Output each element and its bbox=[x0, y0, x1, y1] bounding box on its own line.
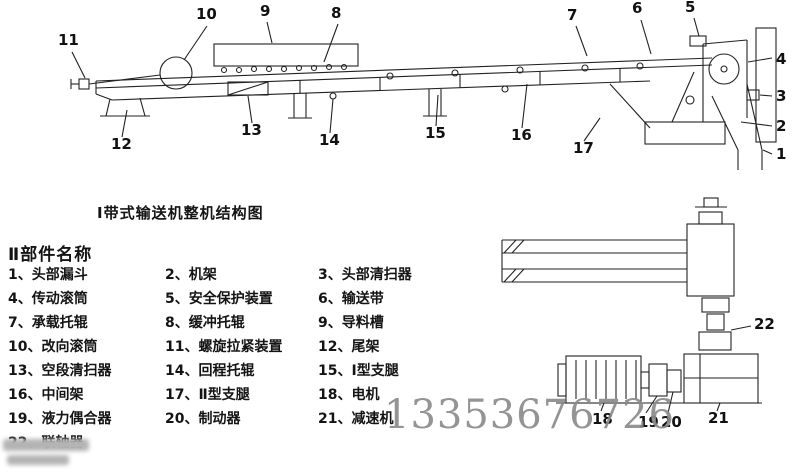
callout-17: 17 bbox=[573, 139, 594, 157]
callout-13: 13 bbox=[241, 121, 262, 139]
part-item-6: 6、输送带 bbox=[318, 291, 384, 307]
screw-tensioner bbox=[70, 74, 161, 90]
callout-3: 3 bbox=[776, 87, 787, 105]
leader-lines-top bbox=[71, 17, 700, 79]
drive-unit-diagram bbox=[501, 197, 762, 414]
callout-2: 2 bbox=[776, 117, 787, 135]
part-item-4: 4、传动滚筒 bbox=[8, 291, 88, 307]
shaft-coupling bbox=[698, 297, 752, 351]
callout-5: 5 bbox=[685, 0, 696, 16]
part-item-12: 12、尾架 bbox=[318, 339, 380, 355]
part-item-3: 3、头部清扫器 bbox=[318, 267, 412, 283]
callout-1: 1 bbox=[776, 145, 787, 163]
part-item-21: 21、减速机 bbox=[318, 411, 394, 427]
head-cleaner bbox=[746, 89, 760, 101]
watermark-phone-number: 13353676726 bbox=[384, 392, 675, 438]
callout-8: 8 bbox=[331, 4, 342, 22]
callout-11: 11 bbox=[58, 31, 79, 49]
drive-pulley-assembly bbox=[686, 197, 735, 297]
reducer bbox=[683, 353, 759, 404]
return-idlers bbox=[329, 85, 509, 100]
part-item-13: 13、空段清扫器 bbox=[8, 363, 112, 379]
watermark-logo bbox=[0, 436, 100, 472]
callout-20: 20 bbox=[661, 413, 682, 431]
brake bbox=[666, 369, 682, 393]
part-item-9: 9、导料槽 bbox=[318, 315, 384, 331]
head-frame bbox=[702, 39, 748, 122]
watermark-logo-blur-line bbox=[7, 455, 69, 465]
part-item-10: 10、改向滚筒 bbox=[8, 339, 98, 355]
part-item-19: 19、液力偶合器 bbox=[8, 411, 112, 427]
buffer-idlers bbox=[220, 63, 348, 74]
callout-6: 6 bbox=[632, 0, 643, 17]
diagram-title: Ⅰ带式输送机整机结构图 bbox=[97, 204, 264, 222]
callout-14: 14 bbox=[319, 131, 340, 149]
drive-drum bbox=[708, 53, 740, 85]
callout-16: 16 bbox=[511, 126, 532, 144]
parts-list: 1、头部漏斗 2、机架 3、头部清扫器 4、传动滚筒 5、安全保护装置 6、输送… bbox=[8, 266, 488, 452]
part-item-18: 18、电机 bbox=[318, 387, 380, 403]
drive-leader-lines bbox=[600, 391, 721, 414]
part-item-2: 2、机架 bbox=[165, 267, 217, 283]
tail-frame bbox=[100, 97, 150, 117]
callout-4: 4 bbox=[776, 50, 787, 68]
safety-device bbox=[689, 35, 707, 47]
type-1-legs bbox=[288, 89, 447, 119]
carrying-idlers bbox=[386, 62, 644, 80]
part-item-1: 1、头部漏斗 bbox=[8, 267, 88, 283]
leader-lines-bottom bbox=[121, 83, 601, 142]
callout-19: 19 bbox=[638, 413, 659, 431]
conveyor-diagram bbox=[70, 17, 777, 170]
part-item-17: 17、Ⅱ型支腿 bbox=[165, 387, 250, 403]
head-hopper bbox=[711, 27, 777, 170]
part-item-14: 14、回程托辊 bbox=[165, 363, 255, 379]
guide-chute bbox=[213, 43, 359, 67]
callout-9: 9 bbox=[260, 2, 271, 20]
parts-section-title: Ⅱ部件名称 bbox=[8, 245, 93, 265]
part-item-5: 5、安全保护装置 bbox=[165, 291, 273, 307]
callout-7: 7 bbox=[567, 6, 578, 24]
tail-bend-pulley bbox=[159, 56, 193, 90]
part-item-15: 15、Ⅰ型支腿 bbox=[318, 363, 399, 379]
callout-22: 22 bbox=[754, 315, 775, 333]
part-item-20: 20、制动器 bbox=[165, 411, 241, 427]
part-item-8: 8、缓冲托辊 bbox=[165, 315, 245, 331]
callout-12: 12 bbox=[111, 135, 132, 153]
callout-21: 21 bbox=[708, 409, 729, 427]
callout-10: 10 bbox=[196, 5, 217, 23]
part-item-11: 11、螺旋拉紧装置 bbox=[165, 339, 283, 355]
watermark-logo-blur-line bbox=[3, 439, 89, 451]
callout-15: 15 bbox=[425, 124, 446, 142]
drive-drum-hub bbox=[720, 65, 728, 73]
empty-section-cleaner bbox=[227, 81, 269, 96]
callout-18: 18 bbox=[592, 410, 613, 428]
type-2-legs bbox=[609, 71, 726, 145]
leader-lines-right bbox=[740, 57, 773, 155]
part-item-7: 7、承载托辊 bbox=[8, 315, 88, 331]
part-item-16: 16、中间架 bbox=[8, 387, 84, 403]
